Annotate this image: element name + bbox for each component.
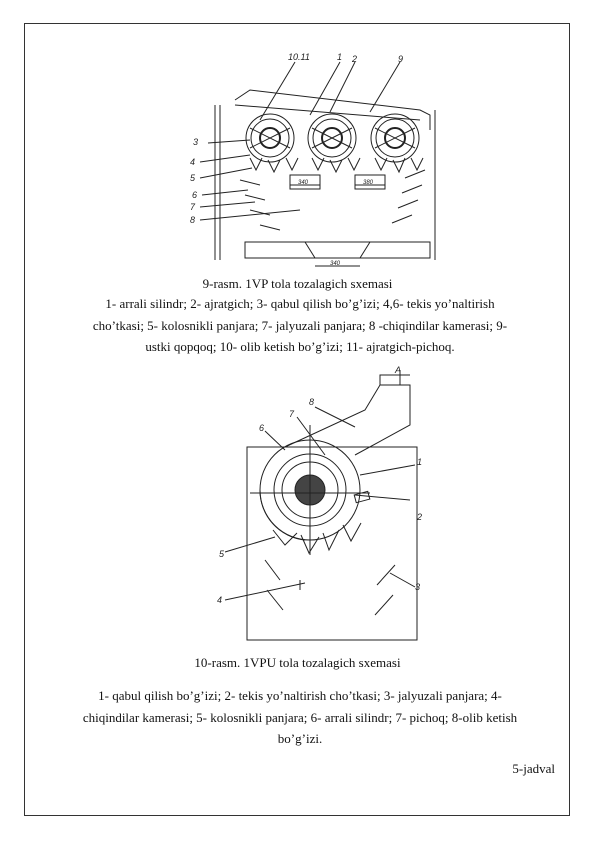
fig1-callout-4: 4: [190, 157, 195, 167]
fig1-callout-7: 7: [190, 202, 196, 212]
fig1-dim-b: 380: [363, 180, 374, 186]
fig1-callout-5: 5: [190, 173, 196, 183]
fig2-callout-2: 2: [416, 512, 422, 522]
page-border: [24, 23, 570, 816]
fig1-dim-a: 340: [298, 180, 309, 186]
fig1-callout-2: 2: [351, 54, 357, 64]
fig2-callout-1: 1: [417, 457, 422, 467]
fig1-callout-3: 3: [193, 137, 198, 147]
figure-2-caption: 10-rasm. 1VPU tola tozalagich sxemasi: [194, 655, 401, 670]
fig1-callout-9: 9: [398, 54, 403, 64]
fig2-callout-8: 8: [309, 397, 314, 407]
fig1-callout-10-11: 10.11: [288, 52, 310, 62]
fig2-callout-7: 7: [289, 409, 295, 419]
fig2-callout-3: 3: [415, 582, 420, 592]
figure-2-legend: 1- qabul qilish bo’g’izi; 2- tekis yo’na…: [82, 688, 518, 746]
fig2-callout-4: 4: [217, 595, 222, 605]
table-label: 5-jadval: [512, 761, 555, 776]
fig2-callout-5: 5: [219, 549, 225, 559]
figure-1-caption: 9-rasm. 1VP tola tozalagich sxemasi: [202, 276, 393, 291]
fig1-callout-6: 6: [192, 190, 197, 200]
figure-1-diagram: 10.11 1 2 9 3 4 5 6 7 8 340 380 340: [190, 52, 436, 267]
figure-1-legend: 1- arrali silindr; 2- ajratgich; 3- qabu…: [92, 296, 508, 354]
fig1-dim-bottom: 340: [330, 261, 341, 267]
fig1-callout-1: 1: [337, 52, 342, 62]
figure-2-diagram: A 8 7 6 1 2 5 4 3: [217, 365, 422, 641]
fig2-callout-6: 6: [259, 423, 264, 433]
fig1-callout-8: 8: [190, 215, 195, 225]
fig2-callout-a: A: [394, 365, 401, 375]
